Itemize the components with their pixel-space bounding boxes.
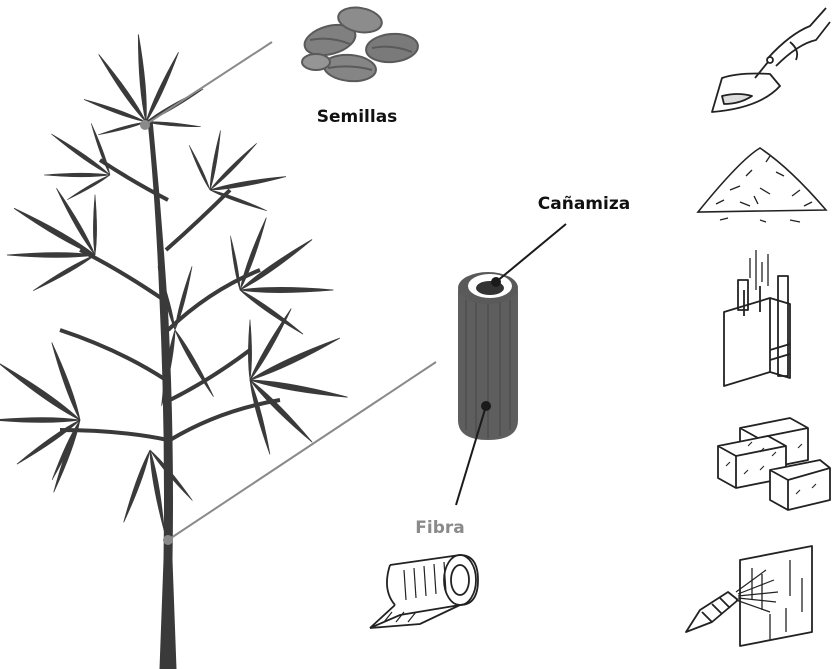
seeds-illustration: [301, 4, 419, 83]
callout-dot-hurd: [491, 277, 501, 287]
callout-dot-fiber: [481, 401, 491, 411]
label-hurd: Cañamiza: [538, 194, 630, 214]
leader-dot-seeds: [140, 120, 150, 130]
trowel-plaster-icon: [712, 8, 830, 112]
leaf-cluster-bottom: [122, 449, 194, 532]
label-fiber: Fibra: [415, 518, 464, 538]
plant-stalk: [148, 120, 176, 669]
leaf-cluster-upper-right: [188, 130, 286, 212]
leaf-cluster-lower-left: [0, 342, 82, 493]
spray-wall-icon: [686, 546, 812, 646]
stem-cross-section: [458, 272, 518, 440]
leader-dot-stem: [163, 535, 173, 545]
label-seeds: Semillas: [317, 107, 398, 127]
leaf-cluster-mid-left: [7, 187, 97, 292]
hemp-blocks-icon: [718, 418, 830, 510]
leaf-cluster-mid-right: [229, 217, 334, 336]
wall-formwork-icon: [724, 250, 790, 386]
hurd-pile-icon: [698, 148, 826, 222]
fiber-roll-icon: [370, 555, 478, 628]
cannabis-plant: [0, 34, 348, 669]
callout-line-hurd: [496, 224, 566, 282]
